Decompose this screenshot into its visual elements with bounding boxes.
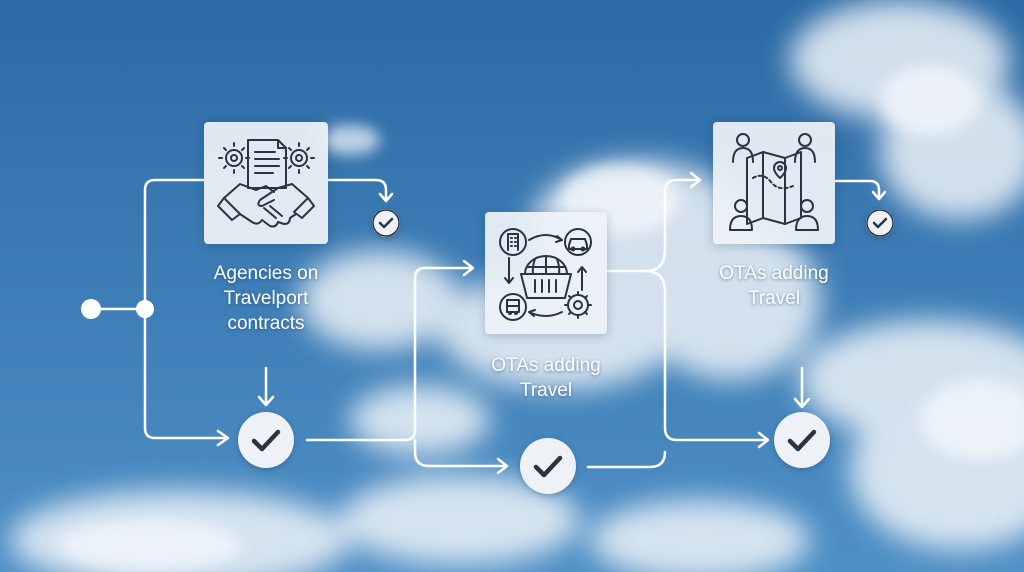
otas-center-node-label: OTAs adding Travel [460, 353, 632, 403]
agencies-label-line2: Travelport [223, 288, 309, 309]
check-icon [372, 209, 400, 237]
travel-basket-cycle-icon [499, 228, 592, 321]
check-icon [238, 412, 294, 468]
agencies-label-line1: Agencies on [213, 263, 319, 284]
otas-center-label-line1: OTAs adding [491, 355, 601, 376]
otas-center-label-line2: Travel [519, 380, 573, 401]
people-map-icon [729, 133, 819, 231]
otas-right-label-line2: Travel [747, 288, 801, 309]
agencies-node-card [204, 122, 328, 244]
check-icon [520, 438, 576, 494]
agencies-label-line3: contracts [227, 313, 305, 334]
check-icon [866, 209, 894, 237]
check-icon [774, 412, 830, 468]
otas-right-label-line1: OTAs adding [719, 263, 829, 284]
handshake-contract-icon [217, 139, 315, 228]
otas-right-node-label: OTAs adding Travel [688, 261, 860, 311]
agencies-node-label: Agencies on Travelport contracts [180, 261, 352, 336]
otas-right-node-card [713, 122, 835, 244]
otas-center-node-card [485, 212, 607, 334]
